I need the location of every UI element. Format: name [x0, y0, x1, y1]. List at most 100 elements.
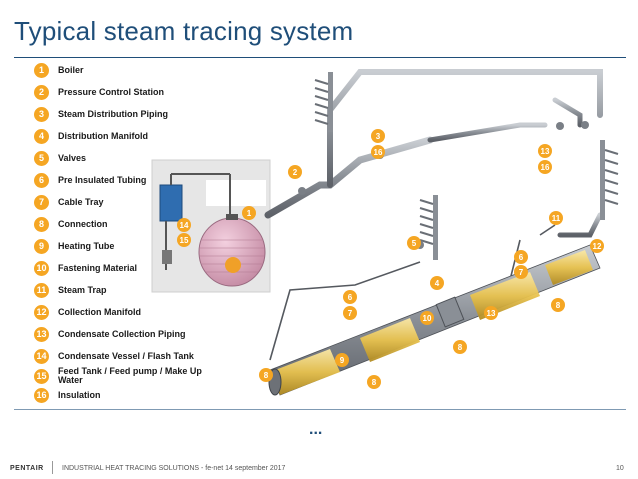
legend-label: Valves [58, 152, 87, 163]
marker-badge [288, 165, 302, 179]
marker-badge [484, 306, 498, 320]
legend-label: Boiler [58, 64, 84, 75]
collection-manifold [600, 140, 619, 220]
distribution-manifold [419, 195, 438, 260]
marker-label: 8 [458, 343, 463, 352]
marker-label: 11 [552, 214, 561, 223]
marker-label: 6 [348, 293, 353, 302]
marker-label: 2 [293, 168, 298, 177]
legend-badge: 14 [34, 348, 49, 364]
legend-item-15: 15 Feed Tank / Feed pump / Make Up Water [34, 366, 208, 385]
legend-label: Pressure Control Station [58, 86, 165, 97]
marker-badge [590, 239, 604, 253]
legend-label: Fastening Material [58, 262, 138, 273]
marker-label: 4 [435, 279, 440, 288]
legend-badge: 15 [34, 368, 49, 384]
legend-label: Insulation [58, 389, 101, 400]
marker-badge [335, 353, 349, 367]
marker-badge [420, 311, 434, 325]
marker-badge [514, 265, 528, 279]
legend-badge: 10 [34, 260, 49, 276]
marker-badge [242, 206, 256, 220]
marker-badge [430, 276, 444, 290]
marker-label: 16 [374, 148, 383, 157]
legend-label: Feed Tank / Feed pump / Make Up Water [58, 366, 202, 385]
boiler-panel-box [206, 180, 266, 206]
marker-badge [538, 160, 552, 174]
pipe-valve [435, 296, 465, 328]
legend-badge: 9 [34, 238, 49, 254]
marker-badge [407, 236, 421, 250]
legend-label: Condensate Vessel / Flash Tank [58, 350, 194, 361]
legend-item-4: 4 Distribution Manifold [34, 128, 148, 144]
process-pipe [268, 244, 601, 396]
legend-item-8: 8 Connection [34, 216, 108, 232]
marker-label: 7 [348, 309, 353, 318]
footer-brand-logo: PENTAIR [10, 465, 44, 472]
legend-badge: 1 [34, 62, 49, 78]
marker-badge [371, 145, 385, 159]
legend-badge: 6 [34, 172, 49, 188]
legend-badge: 11 [34, 282, 49, 298]
boiler-outlet [226, 214, 238, 220]
legend-item-6: 6 Pre Insulated Tubing [34, 172, 146, 188]
legend-item-5: 5 Valves [34, 150, 86, 166]
marker-label: 5 [412, 239, 417, 248]
legend-badge: 16 [34, 387, 49, 403]
steam-distribution-piping [264, 69, 603, 248]
legend-label: Steam Trap [58, 284, 107, 295]
insulation-segment [545, 250, 593, 285]
legend-badge: 3 [34, 106, 49, 122]
legend-badge: 4 [34, 128, 49, 144]
insulation-segment [360, 318, 420, 362]
feed-pump [162, 250, 172, 264]
marker-label: 16 [541, 163, 550, 172]
marker-badge [549, 211, 563, 225]
legend-badge: 13 [34, 326, 49, 342]
legend-item-10: 10 Fastening Material [34, 260, 137, 276]
page-title: Typical steam tracing system [14, 16, 354, 46]
manifold-stack-1 [314, 72, 333, 132]
marker-label: 6 [519, 253, 524, 262]
legend-label: Collection Manifold [58, 306, 141, 317]
legend-badge: 5 [34, 150, 49, 166]
page-number: 10 [616, 465, 624, 472]
legend-label: Connection [58, 218, 108, 229]
legend-item-9: 9 Heating Tube [34, 238, 114, 254]
legend-badge: 8 [34, 216, 49, 232]
marker-label: 12 [593, 242, 602, 251]
marker-badge [453, 340, 467, 354]
boiler-flame [225, 257, 241, 273]
footer-text: INDUSTRIAL HEAT TRACING SOLUTIONS - fe-n… [62, 465, 286, 472]
legend-label: Heating Tube [58, 240, 115, 251]
legend-label: Pre Insulated Tubing [58, 174, 147, 185]
marker-label: 14 [180, 221, 189, 230]
insulation-segment [270, 349, 340, 395]
marker-badge [367, 375, 381, 389]
legend-item-2: 2 Pressure Control Station [34, 84, 164, 100]
marker-label: 8 [556, 301, 561, 310]
marker-label: 9 [340, 356, 345, 365]
marker-badge [343, 290, 357, 304]
marker-badge [551, 298, 565, 312]
marker-label: 8 [372, 378, 377, 387]
legend-badge: 2 [34, 84, 49, 100]
marker-label: 10 [423, 314, 432, 323]
footer-separator [52, 461, 53, 474]
legend-label: Distribution Manifold [58, 130, 148, 141]
boiler-panel [151, 159, 271, 293]
marker-label: 15 [180, 236, 189, 245]
marker-badge [538, 144, 552, 158]
title-divider [14, 57, 626, 58]
marker-label: 7 [519, 268, 524, 277]
legend-item-11: 11 Steam Trap [34, 282, 107, 298]
marker-label: 3 [376, 132, 381, 141]
marker-badge [343, 306, 357, 320]
marker-label: 1 [247, 209, 252, 218]
